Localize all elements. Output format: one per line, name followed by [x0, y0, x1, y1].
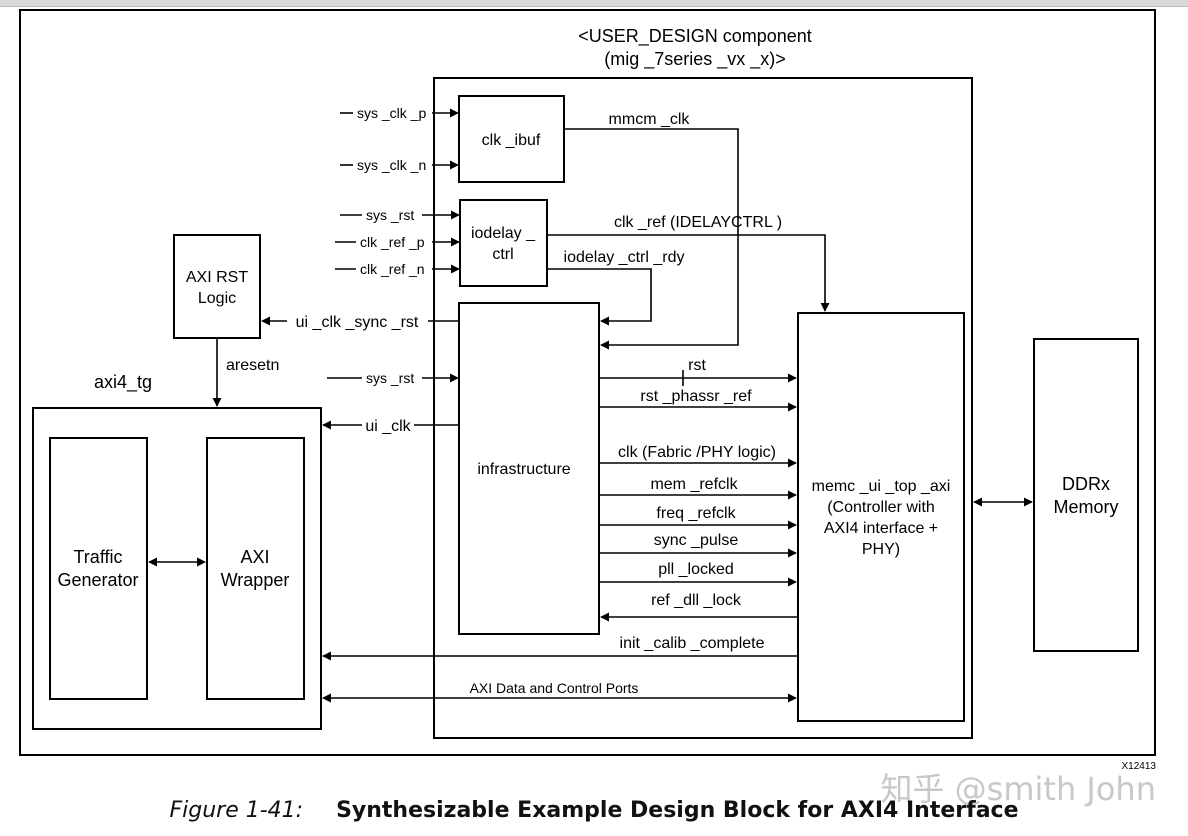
ref-dll-lock-label: ref _dll _lock — [651, 592, 742, 609]
component-title-line-1: <USER_DESIGN component — [578, 26, 812, 47]
mem-refclk-label: mem _refclk — [650, 476, 738, 493]
memc-ui-top-axi-block — [797, 312, 965, 722]
top-edge — [0, 0, 1188, 7]
clk-ref-label: clk _ref (IDELAYCTRL ) — [614, 214, 782, 231]
ddr-label-2: Memory — [1053, 497, 1118, 517]
ui-clk-label: ui _clk — [365, 418, 411, 435]
axi-wrapper-label-1: AXI — [240, 547, 269, 567]
watermark: 知乎 @smith John — [881, 770, 1157, 808]
memc-label-3: AXI4 interface + — [824, 520, 938, 537]
ui-clk-sync-rst-label: ui _clk _sync _rst — [296, 314, 419, 331]
clk-ibuf-block — [458, 95, 565, 183]
axi4-tg-label: axi4_tg — [94, 372, 152, 393]
iodelay-ctrl-label-2: ctrl — [492, 246, 513, 263]
freq-refclk-label: freq _refclk — [656, 505, 736, 522]
iodelay-ctrl-block — [459, 199, 548, 287]
ddr-label-1: DDRx — [1062, 474, 1110, 494]
mmcm-clk-label: mmcm _clk — [609, 111, 691, 128]
iodelay-ctrl-label-1: iodelay _ — [471, 225, 536, 242]
ddr-memory-block — [1033, 338, 1139, 652]
traffic-gen-label-2: Generator — [57, 570, 138, 590]
axi-rst-logic-block — [173, 234, 261, 339]
init-calib-complete-label: init _calib _complete — [620, 635, 765, 652]
clk-fabric-label: clk (Fabric /PHY logic) — [618, 444, 776, 461]
iodelay-rdy-path — [547, 268, 652, 326]
mmcm-clk-path — [564, 128, 739, 350]
clk-ref-n-label: clk _ref _n — [360, 261, 425, 277]
rst-label: rst — [688, 357, 706, 374]
figure-caption: Figure 1-41: Synthesizable Example Desig… — [0, 798, 1188, 823]
clk-ref-path — [547, 234, 830, 312]
figure-id: X12413 — [1122, 761, 1157, 772]
infrastructure-block — [458, 302, 600, 635]
clk-ref-p-label: clk _ref _p — [360, 234, 425, 250]
sync-pulse-label: sync _pulse — [654, 532, 739, 549]
caption-figure-number: Figure 1-41: — [169, 798, 304, 823]
memc-label-2: (Controller with — [827, 499, 935, 516]
pll-locked-label: pll _locked — [658, 561, 734, 578]
memc-label-1: memc _ui _top _axi — [812, 478, 951, 495]
rst-phassr-ref-label: rst _phassr _ref — [640, 388, 752, 405]
sys-rst-2-label: sys _rst — [366, 370, 414, 386]
infrastructure-label: infrastructure — [477, 461, 570, 478]
component-title-line-2: (mig _7series _vx _x)> — [604, 49, 786, 70]
iodelay-rdy-label: iodelay _ctrl _rdy — [564, 249, 685, 266]
caption-title: Synthesizable Example Design Block for A… — [336, 798, 1019, 823]
memc-label-4: PHY) — [862, 541, 900, 558]
sys-rst-1-label: sys _rst — [366, 207, 414, 223]
axi-ports-label: AXI Data and Control Ports — [470, 680, 639, 696]
axi-rst-label-1: AXI RST — [186, 269, 248, 286]
traffic-generator-block — [49, 437, 148, 700]
sys-clk-p-label: sys _clk _p — [357, 105, 426, 121]
axi-wrapper-label-2: Wrapper — [221, 570, 290, 590]
axi-wrapper-block — [206, 437, 305, 700]
axi-rst-label-2: Logic — [198, 290, 236, 307]
aresetn-label: aresetn — [226, 357, 279, 374]
traffic-gen-label-1: Traffic — [73, 547, 122, 567]
sys-clk-n-label: sys _clk _n — [357, 157, 426, 173]
clk-ibuf-label: clk _ibuf — [482, 132, 541, 149]
